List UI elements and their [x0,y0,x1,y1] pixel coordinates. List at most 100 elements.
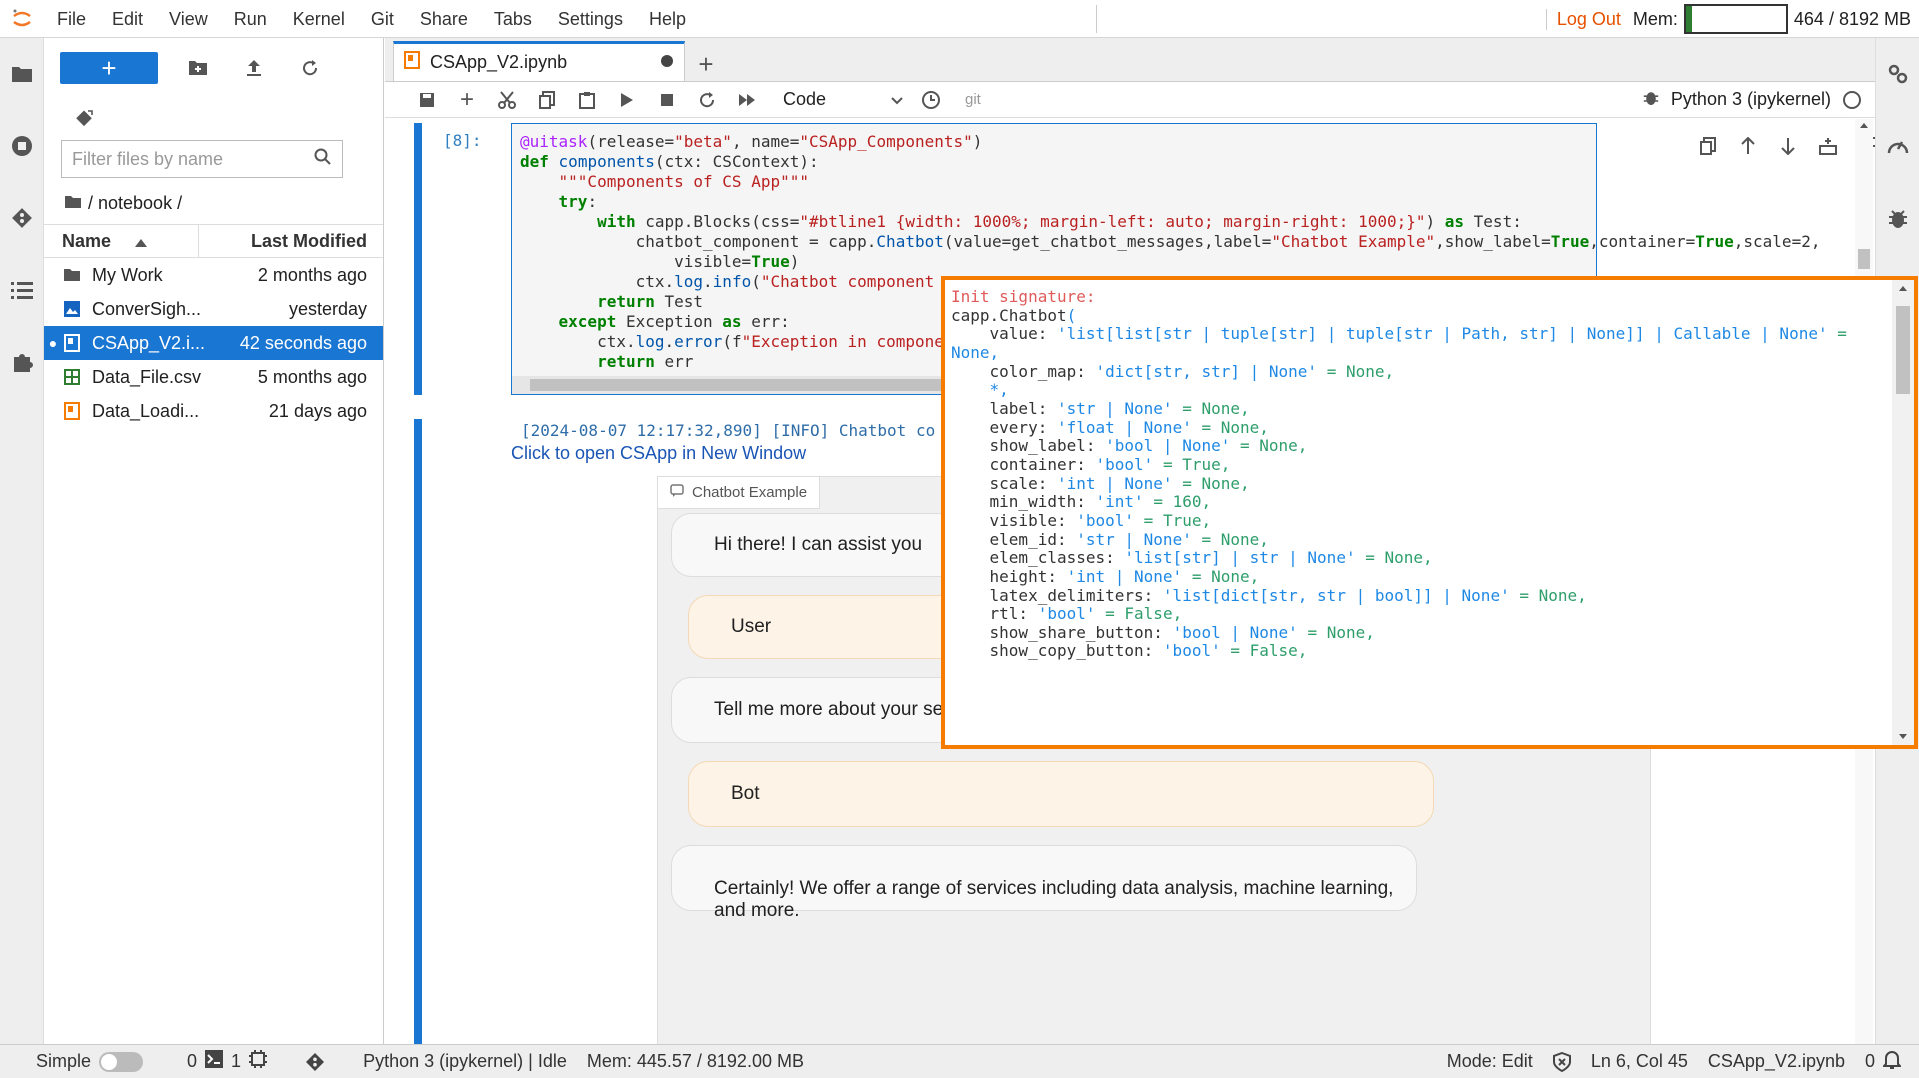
file-row[interactable]: Data_File.csv 5 months ago [44,360,383,394]
menu-share[interactable]: Share [419,8,468,29]
chat-message-text: Bot [731,783,760,804]
table-of-contents-icon[interactable] [0,254,44,326]
running-kernels-icon[interactable] [0,110,44,182]
cursor-position-text[interactable]: Ln 6, Col 45 [1590,1051,1688,1071]
property-inspector-icon[interactable] [1876,38,1919,110]
open-csapp-link[interactable]: Click to open CSApp in New Window [511,443,807,463]
simple-mode-label: Simple [36,1051,92,1071]
run-cell-icon[interactable] [607,82,647,118]
git-clone-icon[interactable] [44,98,383,140]
notebook-icon [62,334,82,352]
top-right-area: Log Out Mem: 464 / 8192 MB [1545,0,1919,38]
chat-message-text: Tell me more about your services. [714,699,999,720]
terminals-indicator[interactable]: 0 1 [177,1050,277,1073]
notebook-icon [404,51,420,74]
git-label[interactable]: git [965,91,981,108]
insert-above-icon[interactable] [1808,132,1848,160]
menu-git[interactable]: Git [370,8,394,29]
restart-kernel-icon[interactable] [687,82,727,118]
git-icon[interactable] [0,182,44,254]
file-filter-input[interactable]: Filter files by name [61,140,343,178]
new-folder-icon[interactable] [170,52,226,84]
file-row[interactable]: ConverSigh...yesterday [44,292,383,326]
kernel-name-label: Python 3 (ipykernel) [1670,89,1831,109]
kernel-indicator[interactable]: Python 3 (ipykernel) [1643,88,1861,111]
folder-icon[interactable] [64,193,82,214]
tooltip-scrollbar[interactable] [1892,280,1914,745]
copy-icon[interactable] [527,82,567,118]
scrollbar-thumb[interactable] [1858,249,1870,269]
simple-mode-toggle-group: Simple [0,1051,153,1072]
move-up-icon[interactable] [1728,132,1768,160]
menu-divider [1096,5,1097,33]
shield-icon[interactable] [1543,1051,1581,1072]
terminals-count: 0 [187,1051,198,1071]
restart-run-all-icon[interactable] [727,82,767,118]
cut-icon[interactable] [487,82,527,118]
signature-text: Init signature: capp.Chatbot( value: 'li… [951,287,1847,661]
mem-label: Mem: [1632,8,1678,29]
move-down-icon[interactable] [1768,132,1808,160]
file-row[interactable]: Data_Loadi...21 days ago [44,394,383,428]
chat-message-text: Hi there! I can assist you [714,534,923,555]
stop-kernel-icon[interactable] [647,82,687,118]
simple-mode-toggle[interactable] [99,1051,144,1072]
edit-mode-text: Mode: Edit [1446,1051,1533,1071]
folder-icon [62,266,82,284]
file-modified: 42 seconds ago [239,332,367,353]
menu-view[interactable]: View [169,8,208,29]
kernel-status-text[interactable]: Python 3 (ipykernel) | Idle [363,1051,567,1071]
git-status-icon[interactable] [295,1052,335,1072]
menu-file[interactable]: File [57,8,87,29]
file-name: Data_File.csv [92,366,202,387]
memory-bar-fill [1685,6,1692,32]
duplicate-cell-icon[interactable] [1688,132,1728,160]
menu-bar: File Edit View Run Kernel Git Share Tabs… [0,0,1919,38]
code-text[interactable]: @uitask(release="beta", name="CSApp_Comp… [520,132,1821,371]
output-collapse-bar[interactable] [414,419,422,1044]
resource-usage-gauge-icon[interactable] [1876,110,1919,182]
active-cell-bar[interactable] [414,123,422,395]
menu-run[interactable]: Run [233,8,267,29]
file-list-header: Name Last Modified [44,224,383,258]
menu-settings[interactable]: Settings [557,8,623,29]
file-name: Data_Loadi... [92,400,200,421]
insert-cell-icon[interactable]: + [459,85,474,113]
paste-icon[interactable] [567,82,607,118]
add-tab-button[interactable]: + [698,48,714,79]
file-row[interactable]: ●CSApp_V2.i...42 seconds ago [44,326,383,360]
refresh-icon[interactable] [282,52,338,84]
menu-help[interactable]: Help [648,8,686,29]
notifications-indicator[interactable]: 0 [1855,1049,1919,1074]
notebook-tab[interactable]: CSApp_V2.ipynb [393,41,685,81]
breadcrumb-path[interactable]: / notebook / [88,192,183,213]
chat-message-user: Bot [688,761,1434,827]
menu-kernel[interactable]: Kernel [292,8,345,29]
notifications-count: 0 [1864,1051,1875,1071]
debugger-icon[interactable] [1876,182,1919,254]
notebook-toolbar: + Code git Python 3 (ipykernel) [385,82,1875,118]
clock-icon[interactable] [911,82,951,118]
scrollbar-thumb[interactable] [1896,306,1910,394]
status-bar: Simple 0 1 Python 3 (ipykernel) | Idle M… [0,1044,1919,1078]
column-modified-header[interactable]: Last Modified [251,230,367,251]
menu-edit[interactable]: Edit [112,8,144,29]
file-browser-toolbar: + [44,38,383,98]
debugger-icon[interactable] [1643,88,1659,111]
column-name-header[interactable]: Name [44,225,199,257]
extensions-icon[interactable] [0,326,44,398]
file-modified: 5 months ago [257,366,367,387]
cell-type-select[interactable]: Code [783,89,903,110]
unsaved-dot-icon[interactable] [660,52,674,73]
folder-icon[interactable] [0,38,44,110]
kernels-count: 1 [231,1051,242,1071]
code-editor[interactable]: @uitask(release="beta", name="CSApp_Comp… [511,123,1875,395]
new-launcher-button[interactable]: + [60,52,158,84]
search-icon [314,148,332,171]
menu-tabs[interactable]: Tabs [493,8,532,29]
save-icon[interactable] [407,82,447,118]
upload-icon[interactable] [226,52,282,84]
logout-button[interactable]: Log Out [1545,8,1627,30]
